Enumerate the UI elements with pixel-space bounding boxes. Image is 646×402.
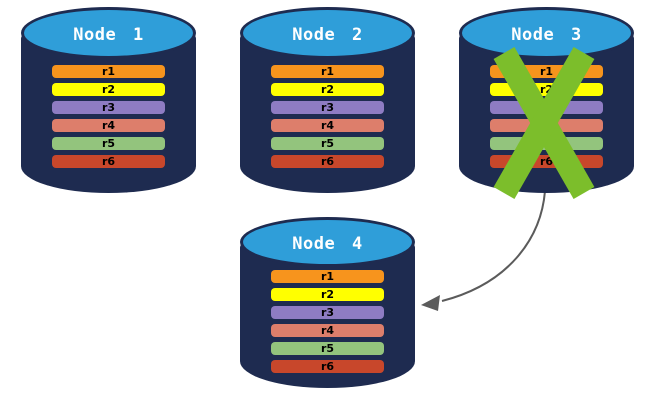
cylinder-top: Node 1 bbox=[21, 7, 196, 59]
node-2: Node 2 r1 r2 r3 r4 r5 r6 bbox=[240, 7, 415, 193]
node-4: Node 4 r1 r2 r3 r4 r5 r6 bbox=[240, 217, 415, 388]
failure-x-icon bbox=[493, 47, 595, 199]
node-3-label: Node 3 bbox=[511, 24, 582, 45]
node-4-label: Node 4 bbox=[292, 233, 363, 254]
row-r1: r1 bbox=[271, 65, 384, 78]
row-r3: r3 bbox=[52, 101, 165, 114]
row-r1: r1 bbox=[52, 65, 165, 78]
cylinder-top: Node 4 bbox=[240, 217, 415, 267]
row-r2: r2 bbox=[271, 83, 384, 96]
row-r6: r6 bbox=[52, 155, 165, 168]
row-r4: r4 bbox=[271, 324, 384, 337]
cylinder-top: Node 3 bbox=[459, 7, 634, 59]
row-r6: r6 bbox=[271, 155, 384, 168]
row-r4: r4 bbox=[52, 119, 165, 132]
row-r3: r3 bbox=[271, 306, 384, 319]
row-r1: r1 bbox=[271, 270, 384, 283]
row-r5: r5 bbox=[52, 137, 165, 150]
row-r5: r5 bbox=[271, 342, 384, 355]
cylinder-top: Node 2 bbox=[240, 7, 415, 59]
row-r6: r6 bbox=[271, 360, 384, 373]
node-1: Node 1 r1 r2 r3 r4 r5 r6 bbox=[21, 7, 196, 193]
failover-arrow bbox=[421, 190, 546, 311]
row-r4: r4 bbox=[271, 119, 384, 132]
replica-rows: r1 r2 r3 r4 r5 r6 bbox=[271, 65, 384, 168]
replica-rows: r1 r2 r3 r4 r5 r6 bbox=[271, 270, 384, 373]
row-r5: r5 bbox=[271, 137, 384, 150]
row-r3: r3 bbox=[271, 101, 384, 114]
node-2-label: Node 2 bbox=[292, 24, 363, 45]
row-r2: r2 bbox=[52, 83, 165, 96]
node-3: Node 3 r1 r2 r3 r4 r5 r6 bbox=[459, 7, 634, 193]
row-r2: r2 bbox=[271, 288, 384, 301]
node-1-label: Node 1 bbox=[73, 24, 144, 45]
replica-rows: r1 r2 r3 r4 r5 r6 bbox=[52, 65, 165, 168]
